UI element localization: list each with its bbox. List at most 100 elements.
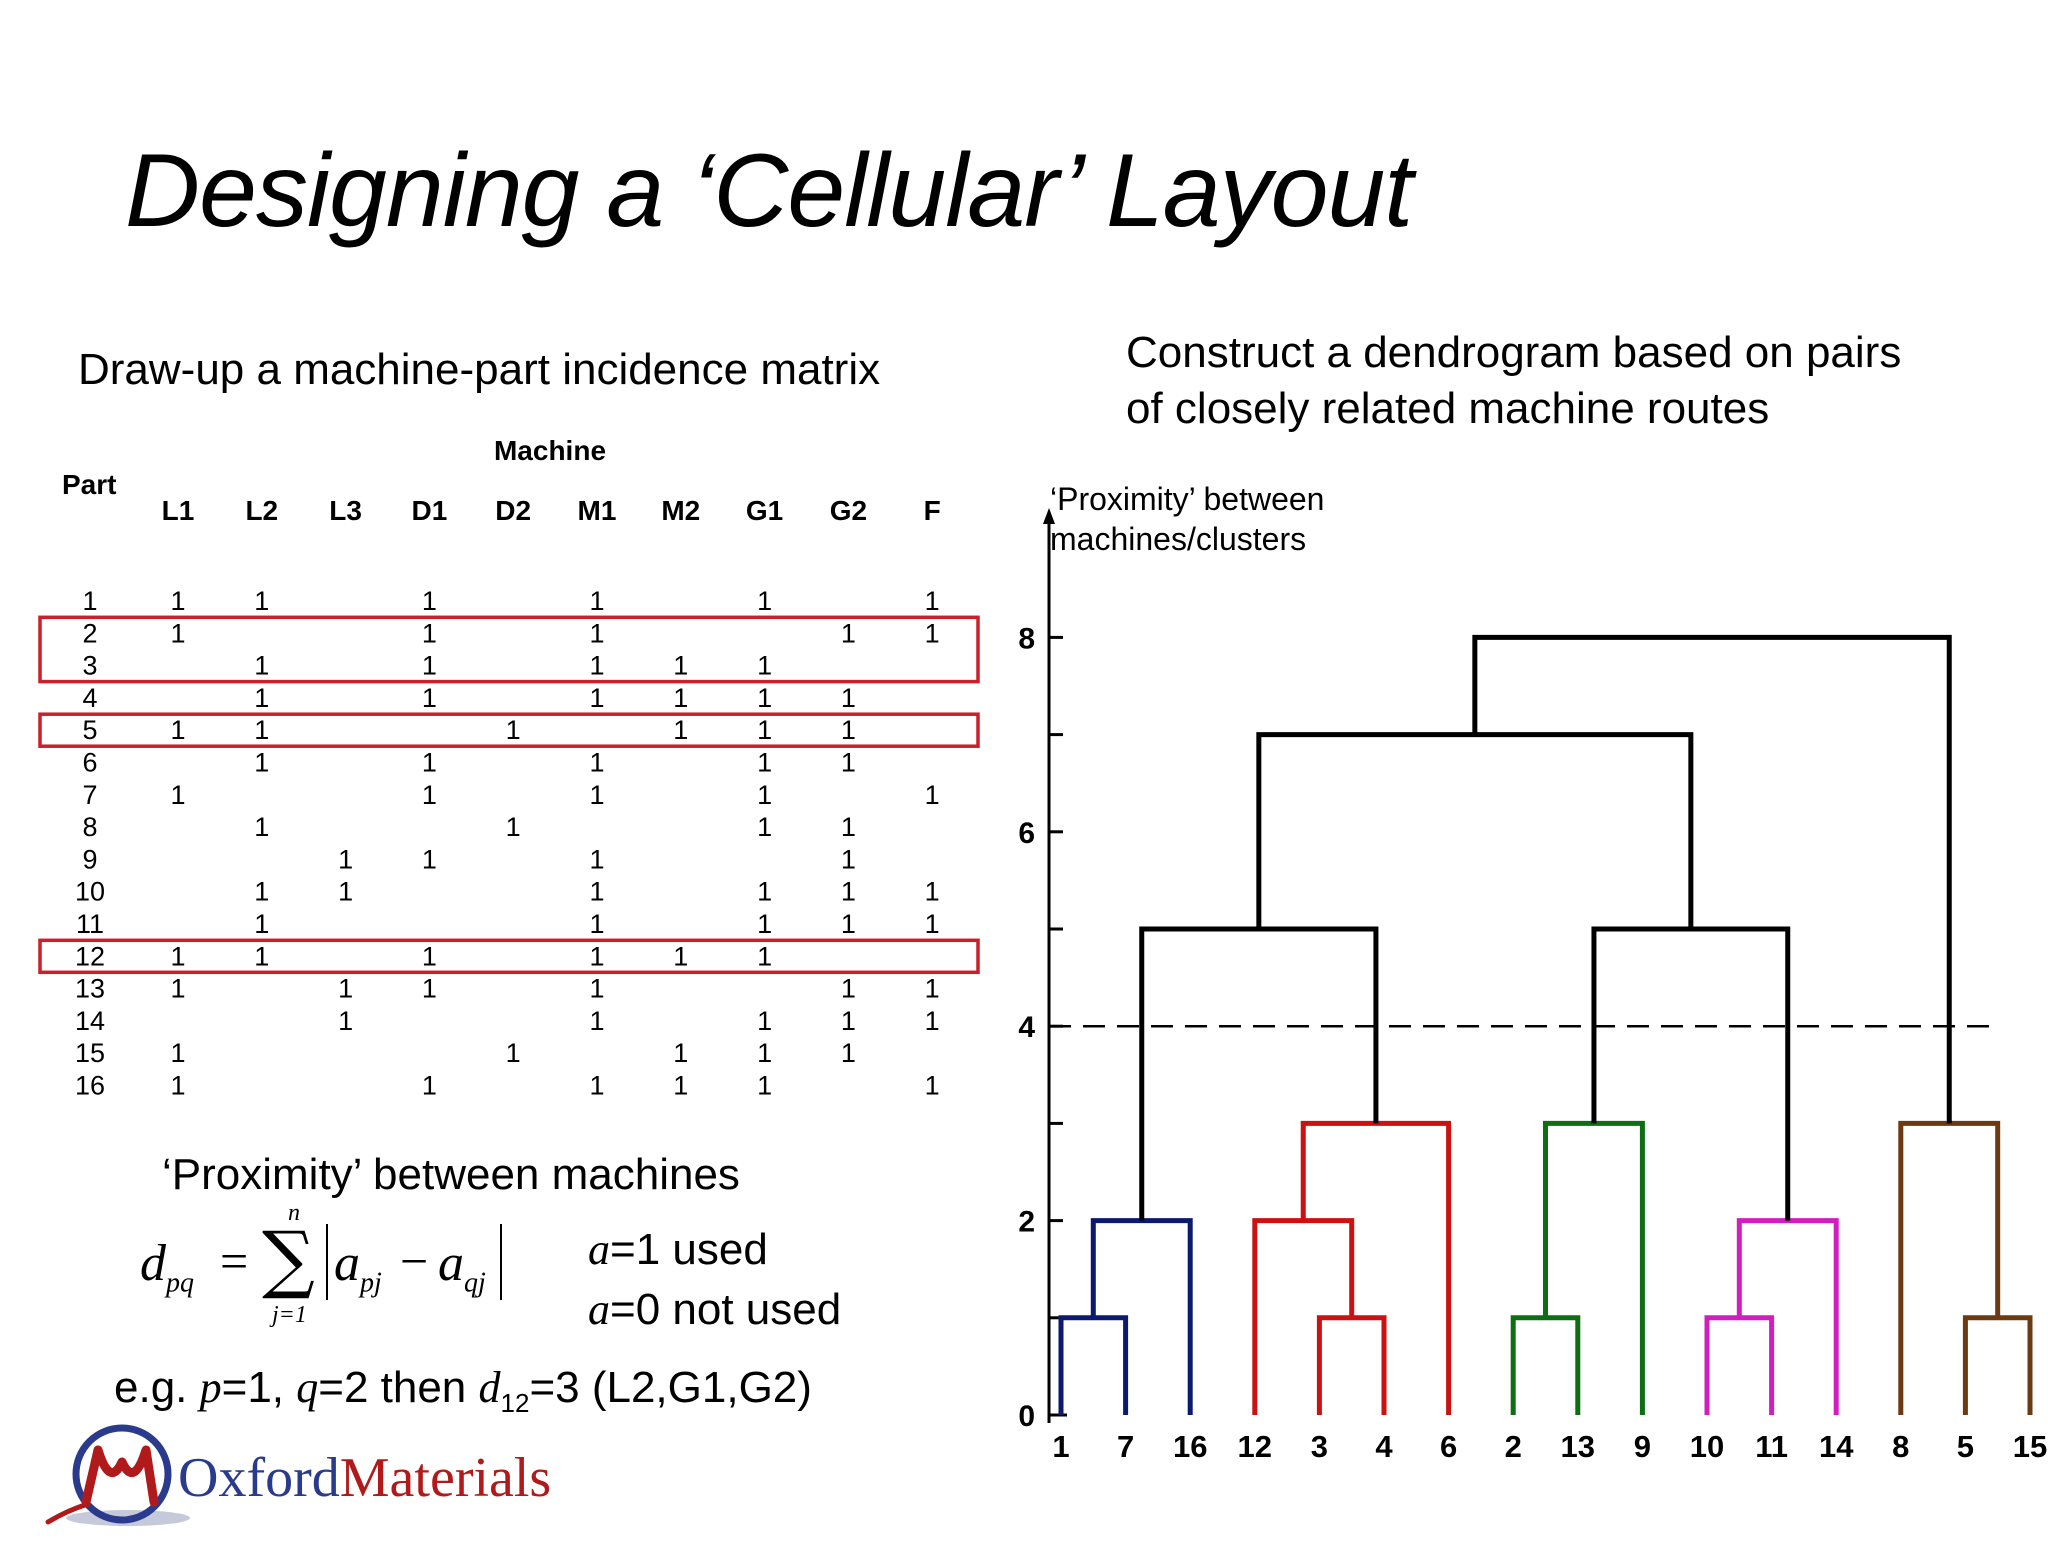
legend-used-var: a xyxy=(588,1225,610,1274)
matrix-cell: 1 xyxy=(925,618,940,648)
machine-col-header: L3 xyxy=(329,495,362,526)
dendrogram-link xyxy=(1704,1315,1775,1415)
matrix-cell: 1 xyxy=(925,780,940,810)
matrix-cell: 1 xyxy=(506,1038,521,1068)
formula-minus: − xyxy=(400,1233,429,1289)
part-label: 1 xyxy=(82,586,97,616)
formula-lhs: dpq xyxy=(140,1234,194,1299)
matrix-cell: 1 xyxy=(170,941,185,971)
logo-text-oxford: Oxford xyxy=(178,1447,340,1509)
matrix-cell: 1 xyxy=(170,715,185,745)
proximity-heading: ‘Proximity’ between machines xyxy=(162,1150,740,1199)
machine-col-header: D2 xyxy=(495,495,531,526)
legend-not-used: a=0 not used xyxy=(588,1284,841,1335)
leaf-label: 16 xyxy=(1173,1429,1207,1464)
matrix-cell: 1 xyxy=(338,877,353,907)
matrix-cell: 1 xyxy=(589,586,604,616)
matrix-cell: 1 xyxy=(589,844,604,874)
dendrogram-heading: Construct a dendrogram based on pairs of… xyxy=(1126,325,1901,437)
dendrogram-link xyxy=(1256,732,1694,929)
formula-a1: a xyxy=(334,1235,360,1292)
matrix-cell: 1 xyxy=(757,941,772,971)
matrix-cell: 1 xyxy=(422,1071,437,1101)
legend-notused-var: a xyxy=(588,1285,610,1334)
example-q-val: =2 then xyxy=(318,1363,479,1412)
part-header: Part xyxy=(62,469,116,500)
sigma-top: n xyxy=(288,1200,300,1226)
matrix-cell: 1 xyxy=(925,586,940,616)
matrix-cell: 1 xyxy=(757,748,772,778)
leaf-label: 14 xyxy=(1819,1429,1854,1464)
highlight-box xyxy=(38,938,980,975)
leaf-label: 9 xyxy=(1634,1429,1651,1464)
dendrogram-link xyxy=(1316,1315,1387,1415)
matrix-cell: 1 xyxy=(841,618,856,648)
example-p-val: =1, xyxy=(221,1363,297,1412)
matrix-cell: 1 xyxy=(254,715,269,745)
matrix-cell: 1 xyxy=(925,909,940,939)
sigma-bottom: j=1 xyxy=(272,1302,307,1328)
matrix-cell: 1 xyxy=(589,974,604,1004)
matrix-cell: 1 xyxy=(422,941,437,971)
matrix-cell: 1 xyxy=(841,683,856,713)
y-tick-label: 8 xyxy=(1018,622,1035,655)
matrix-cell: 1 xyxy=(170,586,185,616)
leaf-label: 2 xyxy=(1505,1429,1522,1464)
matrix-cell: 1 xyxy=(841,1006,856,1036)
matrix-cell: 1 xyxy=(757,909,772,939)
y-tick-label: 4 xyxy=(1018,1011,1035,1044)
matrix-cell: 1 xyxy=(422,974,437,1004)
matrix-cell: 1 xyxy=(841,1038,856,1068)
part-label: 7 xyxy=(82,780,97,810)
matrix-cell: 1 xyxy=(673,1071,688,1101)
matrix-cell: 1 xyxy=(422,586,437,616)
part-label: 2 xyxy=(82,618,97,648)
matrix-cell: 1 xyxy=(757,586,772,616)
logo-swoosh xyxy=(45,1501,91,1525)
formula-a2-subscript: qj xyxy=(464,1267,486,1299)
matrix-cell: 1 xyxy=(925,1006,940,1036)
matrix-cell: 1 xyxy=(589,748,604,778)
matrix-cell: 1 xyxy=(254,586,269,616)
part-label: 12 xyxy=(75,941,105,971)
matrix-cell: 1 xyxy=(170,1071,185,1101)
matrix-cell: 1 xyxy=(422,683,437,713)
dendrogram-link xyxy=(1898,1120,2001,1415)
matrix-cell: 1 xyxy=(757,1071,772,1101)
machine-col-header: M2 xyxy=(661,495,700,526)
dendrogram-link xyxy=(1591,926,1791,1221)
part-label: 13 xyxy=(75,974,105,1004)
dendrogram-link xyxy=(1139,926,1379,1221)
matrix-cell: 1 xyxy=(170,618,185,648)
formula-a1-subscript: pj xyxy=(360,1267,382,1299)
matrix-cell: 1 xyxy=(170,1038,185,1068)
matrix-cell: 1 xyxy=(757,780,772,810)
matrix-cell: 1 xyxy=(589,941,604,971)
machine-col-header: L2 xyxy=(245,495,278,526)
y-axis-arrow xyxy=(1043,508,1055,524)
dendrogram-link xyxy=(1543,1120,1645,1415)
abs-bar-left xyxy=(326,1224,328,1300)
matrix-cell: 1 xyxy=(589,909,604,939)
matrix-cell: 1 xyxy=(422,748,437,778)
matrix-cell: 1 xyxy=(422,844,437,874)
matrix-cell: 1 xyxy=(422,618,437,648)
matrix-cell: 1 xyxy=(589,651,604,681)
matrix-cell: 1 xyxy=(841,715,856,745)
oxford-materials-logo: OxfordMaterials xyxy=(28,1418,648,1541)
y-axis-label-line1: ‘Proximity’ between xyxy=(1050,481,1324,517)
leaf-label: 7 xyxy=(1117,1429,1134,1464)
matrix-cell: 1 xyxy=(506,715,521,745)
dendrogram: ‘Proximity’ between machines/clusters 02… xyxy=(1018,481,2047,1464)
matrix-cell: 1 xyxy=(589,1006,604,1036)
matrix-cell: 1 xyxy=(254,683,269,713)
example-prefix: e.g. xyxy=(114,1363,200,1412)
matrix-cell: 1 xyxy=(841,748,856,778)
dendrogram-heading-line1: Construct a dendrogram based on pairs xyxy=(1126,328,1902,377)
sigma-symbol: ∑ xyxy=(262,1216,315,1302)
part-label: 3 xyxy=(82,651,97,681)
matrix-cell: 1 xyxy=(422,651,437,681)
leaf-label: 4 xyxy=(1375,1429,1393,1464)
logo-text: OxfordMaterials xyxy=(178,1446,551,1510)
